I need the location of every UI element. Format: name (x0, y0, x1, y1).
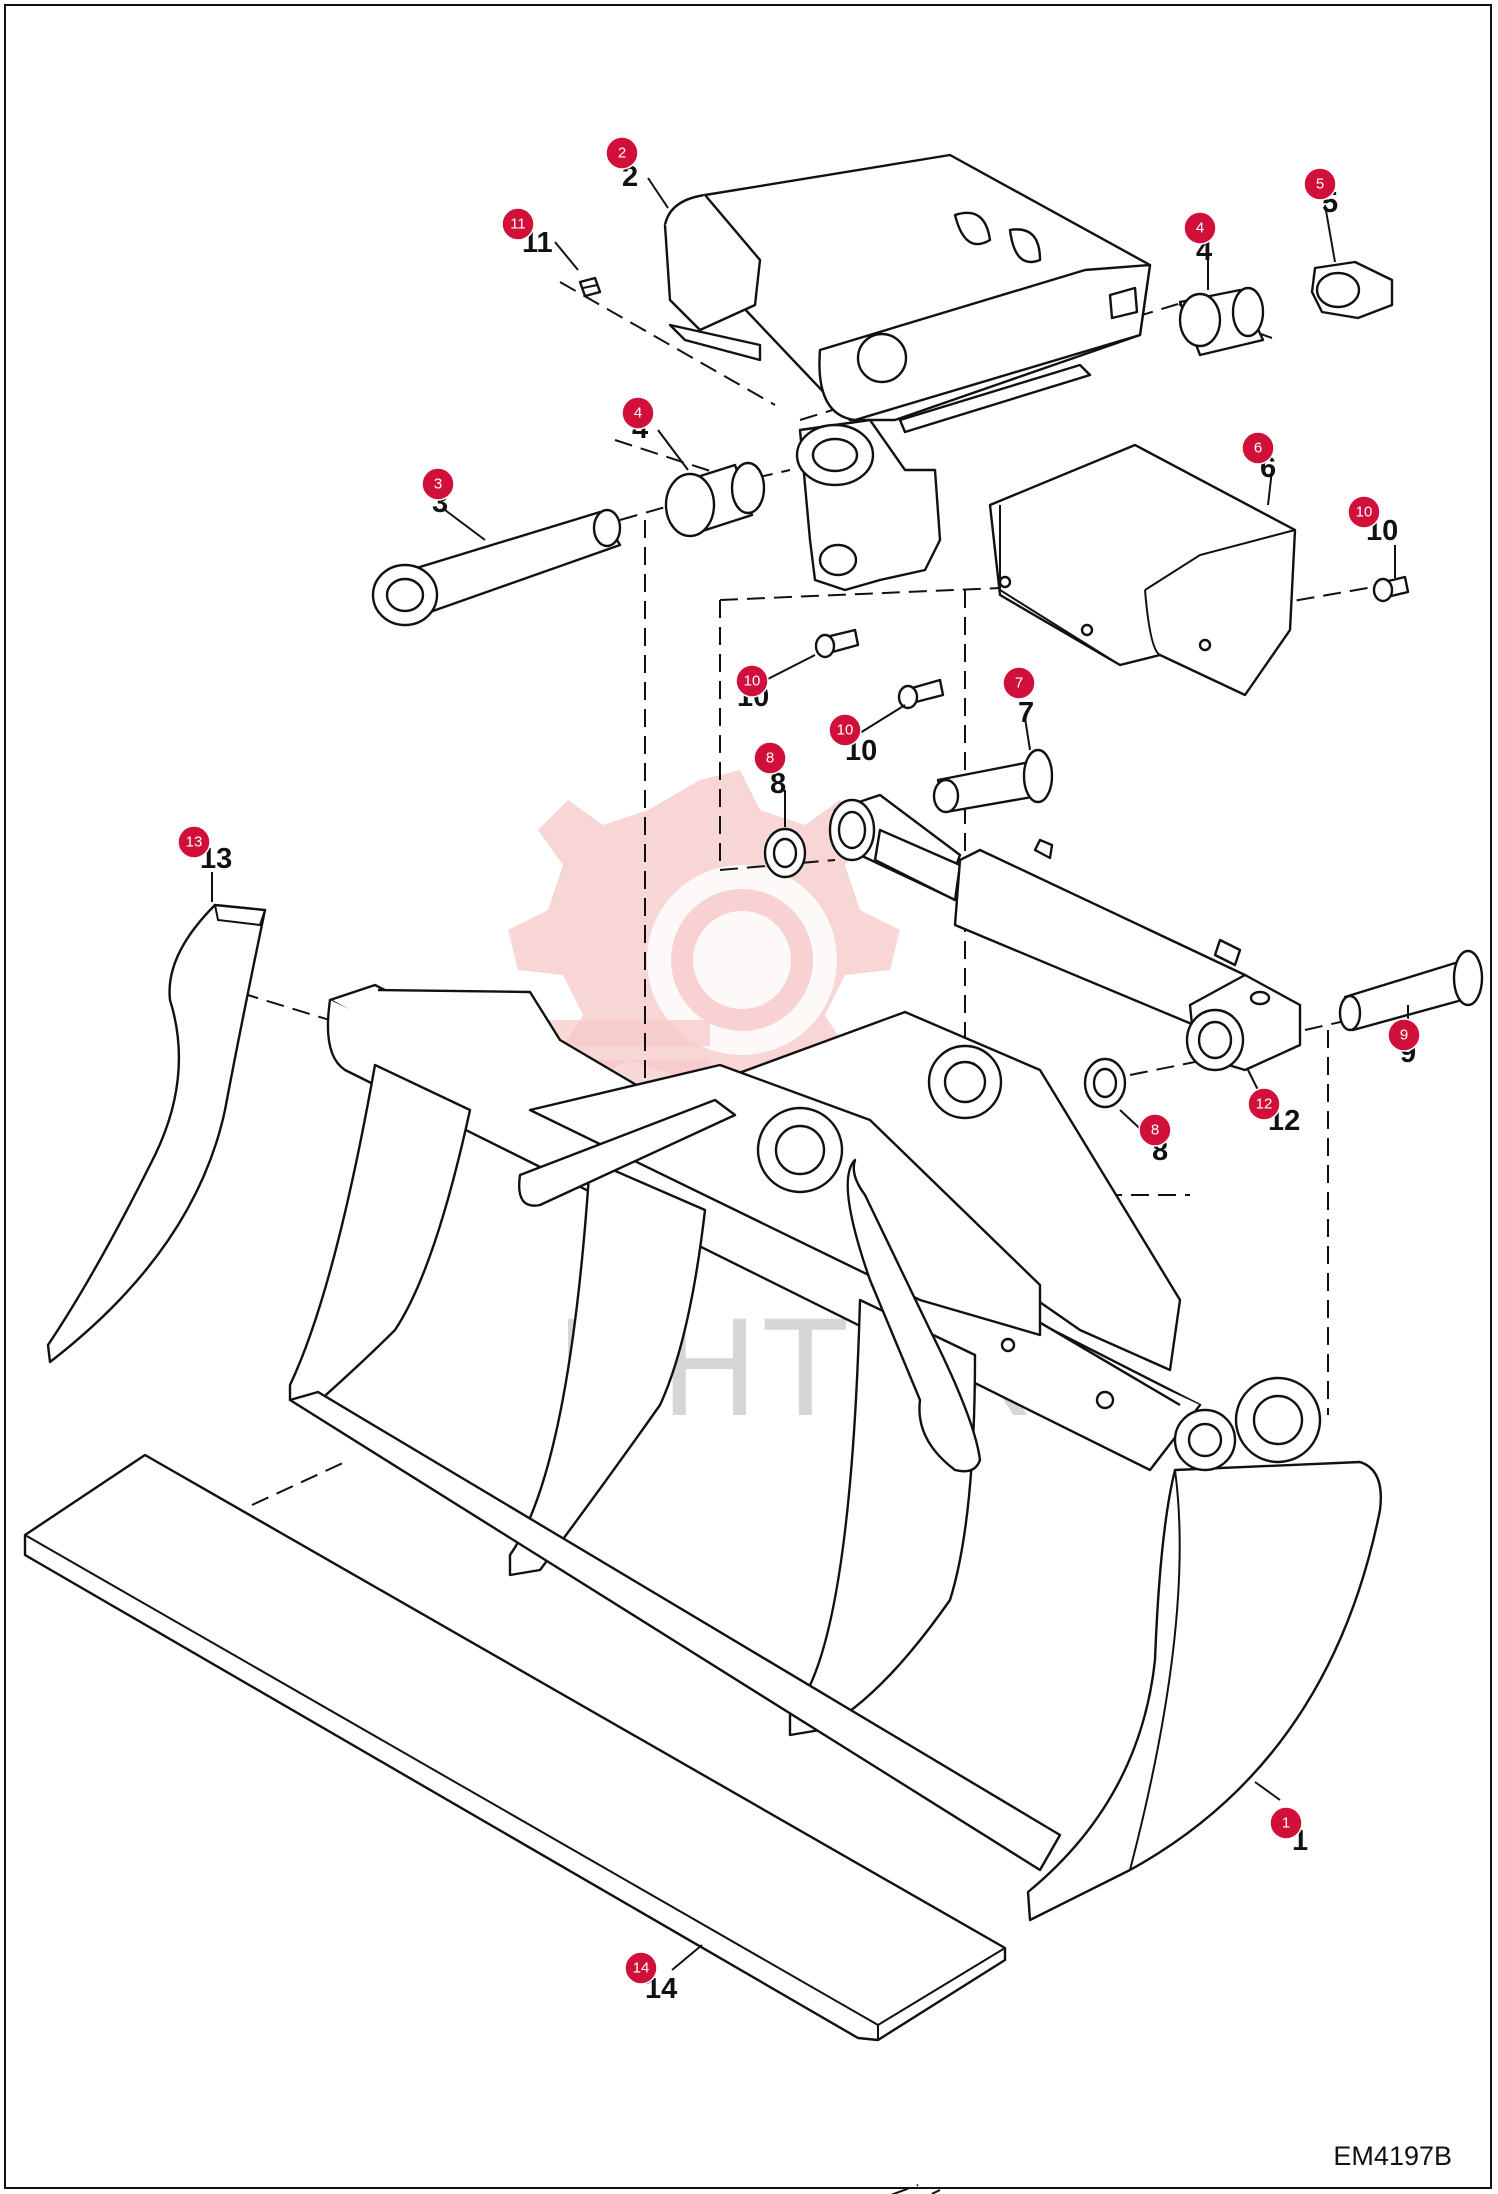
callout-10-right: 10 10 (1347, 495, 1398, 547)
svg-text:11: 11 (510, 216, 526, 233)
svg-text:9: 9 (1400, 1027, 1408, 1044)
part-5-nut (1310, 260, 1394, 320)
callout-4-left: 4 4 (621, 396, 655, 445)
callout-9: 9 9 (1387, 1018, 1421, 1069)
part-13-side-tine (46, 903, 267, 1364)
callout-1: 1 1 (1269, 1806, 1308, 1857)
callout-10-middle: 10 10 (735, 664, 769, 713)
callout-6: 6 6 (1241, 431, 1276, 484)
part-8-spacer-upper (763, 827, 807, 879)
callout-12: 12 12 (1247, 1087, 1300, 1137)
callout-13: 13 13 (177, 825, 232, 875)
callout-8-lower: 8 8 (1138, 1113, 1172, 1167)
svg-text:8: 8 (766, 750, 774, 767)
svg-text:3: 3 (434, 476, 442, 493)
svg-text:12: 12 (1256, 1096, 1273, 1113)
callout-3: 3 3 (421, 467, 455, 519)
part-7-cylinder-pin (932, 748, 1054, 814)
callout-4-right: 4 4 (1183, 211, 1217, 267)
svg-text:1: 1 (1282, 1815, 1290, 1832)
svg-text:13: 13 (186, 834, 203, 851)
svg-text:6: 6 (1254, 440, 1262, 457)
svg-text:10: 10 (837, 722, 854, 739)
callout-14: 14 14 (624, 1951, 677, 2005)
part-4-bushing-left (664, 461, 766, 538)
callout-2: 2 2 (605, 136, 639, 193)
callout-11: 11 11 (501, 207, 553, 259)
svg-text:7: 7 (1015, 675, 1023, 692)
callout-5: 5 5 (1303, 167, 1338, 219)
svg-text:8: 8 (1151, 1122, 1159, 1139)
part-10-bolt-upper-right (1372, 575, 1410, 603)
part-10-bolt-lower (897, 678, 945, 710)
svg-text:8: 8 (770, 768, 786, 800)
part-9-rod-pin (1338, 949, 1484, 1032)
part-2-mount-bracket (663, 153, 1152, 592)
part-8-spacer-lower (1083, 1057, 1127, 1109)
callout-7: 7 7 (1002, 666, 1036, 729)
part-11-grease-fitting (578, 276, 602, 298)
svg-text:10: 10 (1356, 504, 1373, 521)
part-12-hydraulic-cylinder (828, 793, 1302, 1072)
callout-10-lower: 10 10 (828, 713, 877, 767)
svg-text:10: 10 (744, 673, 761, 690)
svg-text:4: 4 (634, 405, 642, 422)
svg-text:7: 7 (1018, 697, 1034, 729)
svg-text:2: 2 (618, 145, 626, 162)
part-14-cutting-edge (23, 1453, 1007, 2042)
part-6-cylinder-guard (988, 443, 1297, 697)
svg-text:4: 4 (1196, 220, 1204, 237)
figure-code: EM4197B (1333, 2141, 1452, 2171)
part-3-pivot-pin (371, 508, 622, 627)
part-1-grapple-rake (288, 983, 1382, 1922)
callout-8-upper: 8 8 (753, 741, 787, 800)
svg-text:5: 5 (1316, 176, 1324, 193)
part-10-bolt-middle (814, 628, 860, 659)
drawing-frame (4, 4, 1492, 2189)
part-4-bushing-right (1178, 286, 1265, 357)
svg-text:14: 14 (633, 1960, 650, 1977)
